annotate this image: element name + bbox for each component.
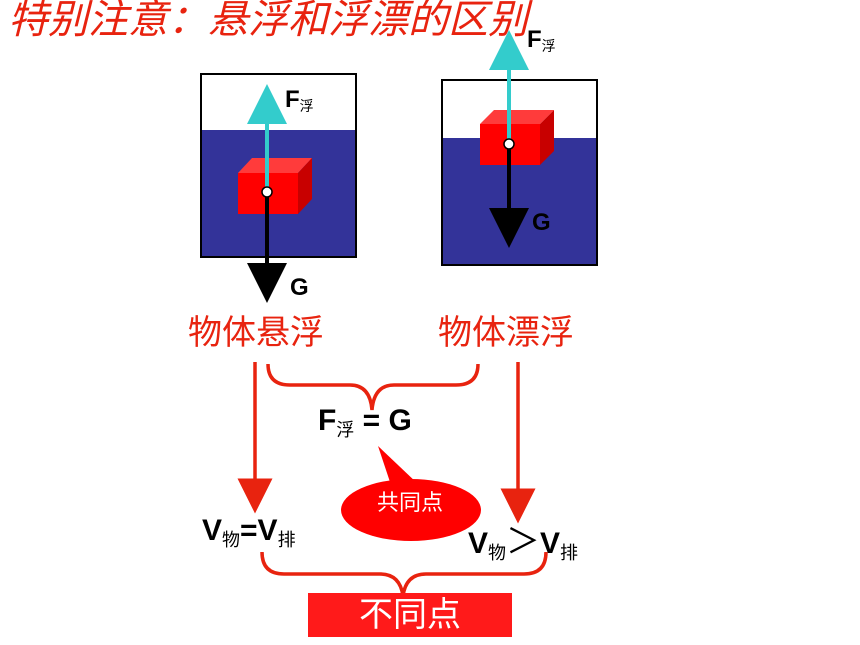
- page-title: 特别注意：悬浮和浮漂的区别: [8, 0, 528, 43]
- center-of-mass: [261, 186, 273, 198]
- suspend-gravity-label: G: [290, 274, 309, 301]
- common-equation: F浮 = G: [318, 404, 412, 442]
- common-callout: [341, 446, 481, 541]
- common-brace: [266, 363, 480, 411]
- suspend-volume-relation: V物=V排: [202, 514, 296, 552]
- eq-force-subscript: 浮: [336, 420, 355, 440]
- float-buoyancy-label: F浮: [527, 26, 556, 56]
- volume-subscript: 物: [222, 530, 241, 550]
- force-symbol: F: [527, 26, 542, 53]
- floating-block: [480, 110, 554, 165]
- suspended-block: [238, 158, 312, 214]
- relation-operator: ＞: [506, 523, 541, 561]
- force-subscript: 浮: [299, 98, 314, 114]
- volume-subscript: 物: [488, 543, 507, 563]
- volume-symbol: V: [540, 527, 561, 560]
- relation-operator: =: [240, 514, 258, 547]
- difference-label: 不同点: [308, 593, 512, 637]
- common-callout-text: 共同点: [376, 491, 443, 516]
- force-subscript: 浮: [541, 38, 556, 54]
- volume-symbol: V: [468, 527, 489, 560]
- volume-subscript: 排: [277, 530, 296, 550]
- center-of-mass: [503, 138, 515, 150]
- float-container: [441, 30, 598, 266]
- volume-symbol: V: [257, 514, 278, 547]
- suspend-state-label: 物体悬浮: [188, 313, 324, 353]
- suspend-container: [200, 73, 357, 303]
- force-symbol: F: [285, 86, 300, 113]
- suspend-buoyancy-label: F浮: [285, 86, 314, 116]
- volume-subscript: 排: [560, 543, 579, 563]
- eq-rest: = G: [354, 404, 412, 437]
- float-state-label: 物体漂浮: [438, 313, 574, 353]
- float-volume-relation: V物＞V排: [468, 514, 578, 565]
- volume-symbol: V: [202, 514, 223, 547]
- float-gravity-label: G: [532, 209, 551, 236]
- eq-force-symbol: F: [318, 404, 337, 437]
